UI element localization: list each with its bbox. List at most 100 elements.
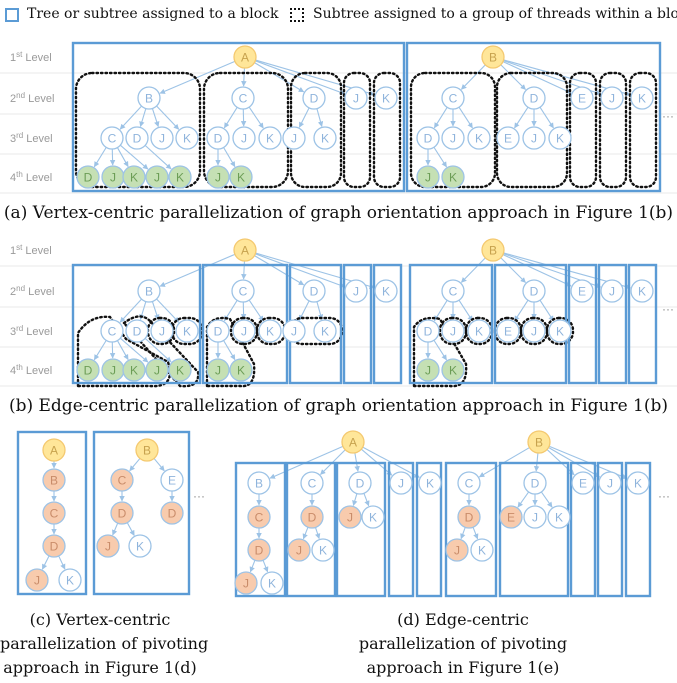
node-label: B	[535, 436, 543, 450]
node-j	[206, 165, 230, 189]
node-label: K	[266, 132, 274, 146]
edge-arrow	[153, 458, 165, 472]
node-d	[76, 165, 100, 189]
edge-arrow	[41, 555, 50, 570]
node-c	[100, 126, 124, 150]
node-label: K	[638, 92, 646, 106]
node-d	[300, 505, 324, 529]
node-k	[547, 505, 571, 529]
edge-arrow	[156, 105, 180, 130]
edge-arrow	[112, 522, 119, 536]
block-legend-swatch	[5, 8, 19, 22]
node-label: C	[255, 511, 264, 525]
node-k	[470, 538, 494, 562]
node-label: J	[105, 540, 111, 554]
node-c	[42, 501, 66, 525]
node-k	[626, 471, 650, 495]
node-label: J	[241, 325, 247, 339]
node-label: J	[296, 544, 302, 558]
node-k	[548, 126, 572, 150]
node-label: B	[255, 477, 263, 491]
node-k	[313, 319, 337, 343]
edge-arrow	[458, 299, 473, 322]
node-j	[145, 165, 169, 189]
node-j	[389, 471, 413, 495]
node-label: K	[556, 132, 564, 146]
node-label: D	[214, 132, 223, 146]
node-k	[258, 319, 282, 343]
node-k	[168, 165, 192, 189]
node-label: K	[638, 285, 646, 299]
node-label: E	[579, 477, 587, 491]
node-k	[361, 505, 385, 529]
node-j	[523, 505, 547, 529]
level-word: Level	[22, 52, 51, 64]
node-k	[229, 165, 253, 189]
node-j	[234, 571, 258, 595]
block-frame	[372, 263, 403, 385]
node-j	[25, 568, 49, 592]
node-k	[311, 538, 335, 562]
level-number: 4	[10, 365, 16, 377]
node-label: K	[237, 171, 245, 185]
edge-arrow	[460, 527, 466, 540]
node-label: D	[133, 325, 142, 339]
edge-arrow	[539, 106, 554, 129]
thread-group	[568, 71, 598, 189]
block-frame	[596, 461, 624, 598]
edge-arrow	[500, 64, 526, 90]
block-frame	[498, 461, 570, 598]
level-suffix: st	[16, 50, 23, 59]
node-j	[232, 126, 256, 150]
level-label: 4th Level	[10, 170, 52, 185]
node-c	[231, 86, 255, 110]
node-label: D	[84, 364, 93, 378]
node-label: K	[237, 364, 245, 378]
node-c	[457, 471, 481, 495]
node-a	[233, 238, 257, 262]
caption-d-line-1: (d) Edge-centric	[397, 610, 529, 629]
edge-arrow	[119, 144, 149, 170]
node-label: J	[154, 364, 160, 378]
level-suffix: rd	[16, 131, 23, 140]
block-frame	[444, 461, 498, 598]
node-k	[441, 358, 465, 382]
node-j	[441, 126, 465, 150]
node-label: K	[176, 364, 184, 378]
node-label: A	[349, 436, 357, 450]
node-label: D	[310, 285, 319, 299]
node-label: J	[243, 577, 249, 591]
caption-c-line-3: approach in Figure 1(d)	[3, 658, 197, 677]
node-label: E	[168, 474, 176, 488]
legend: Tree or subtree assigned to a block Subt…	[0, 0, 677, 30]
more-ellipsis: ···	[193, 489, 205, 503]
edge-arrow	[254, 255, 305, 286]
edge-arrow	[433, 107, 448, 129]
block-frame	[71, 41, 406, 193]
edge-arrow	[248, 299, 264, 322]
node-label: K	[449, 171, 457, 185]
block-frame	[597, 263, 628, 385]
node-j	[598, 471, 622, 495]
node-label: D	[133, 132, 142, 146]
node-label: J	[454, 544, 460, 558]
node-label: K	[556, 325, 564, 339]
level-word: Level	[22, 245, 51, 257]
edge-arrow	[223, 340, 236, 361]
caption-d-line-2: parallelization of pivoting	[358, 634, 568, 653]
edge-arrow	[151, 108, 160, 128]
node-label: K	[478, 544, 486, 558]
edge-arrow	[255, 60, 346, 95]
edge-arrow	[514, 106, 529, 129]
level-label: 1st Level	[10, 243, 52, 258]
edge-arrow	[58, 555, 66, 570]
edge-arrow	[316, 108, 324, 127]
node-k	[175, 126, 199, 150]
edge-arrow	[255, 253, 346, 288]
node-label: E	[578, 92, 586, 106]
thread-group	[342, 71, 372, 189]
level-suffix: th	[16, 170, 23, 179]
node-label: D	[84, 171, 93, 185]
edge-arrow	[517, 491, 530, 508]
more-ellipsis: ···	[662, 302, 674, 316]
